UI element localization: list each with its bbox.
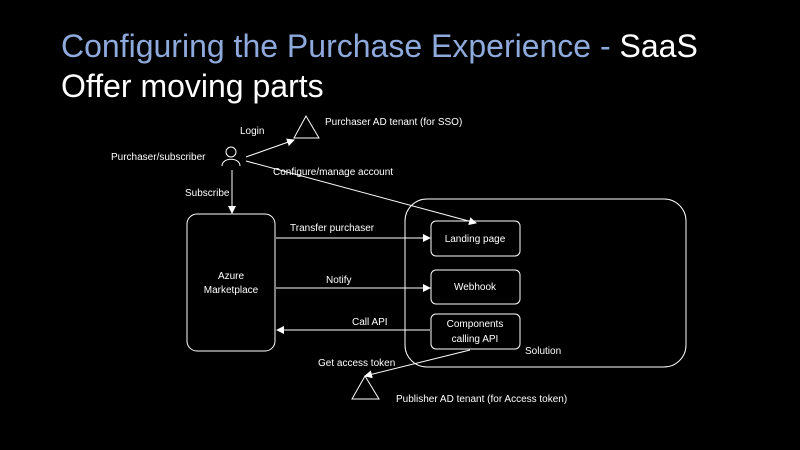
login-arrow: [245, 138, 295, 158]
landing-label: Landing page: [445, 234, 506, 245]
get-token-arrow: [364, 349, 471, 379]
configure-label: Configure/manage account: [273, 167, 393, 178]
components-label-1: Components: [447, 319, 504, 330]
publisher-ad-triangle-icon: [351, 375, 380, 400]
person-icon: [221, 146, 241, 167]
subscribe-label: Subscribe: [185, 188, 230, 199]
components-label-2: calling API: [452, 334, 499, 345]
transfer-label: Transfer purchaser: [290, 223, 375, 234]
azure-label-2: Marketplace: [204, 285, 259, 296]
purchaser-ad-triangle-icon: [293, 114, 320, 139]
solution-label: Solution: [525, 346, 561, 357]
azure-label-1: Azure: [218, 271, 245, 282]
webhook-label: Webhook: [454, 282, 497, 293]
login-label: Login: [240, 126, 264, 137]
title-plain-2: Offer moving parts: [61, 68, 324, 104]
landing-page-box: [430, 220, 521, 257]
slide-title: Configuring the Purchase Experience - Sa…: [61, 26, 761, 106]
title-plain-1: SaaS: [619, 28, 698, 64]
solution-container: [404, 198, 687, 368]
get-token-label: Get access token: [318, 358, 395, 369]
configure-arrow: [245, 160, 477, 226]
webhook-box: [430, 269, 521, 305]
purchaser-ad-label: Purchaser AD tenant (for SSO): [325, 117, 462, 128]
azure-marketplace-box: [186, 213, 276, 352]
title-accent: Configuring the Purchase Experience -: [61, 28, 620, 64]
publisher-ad-label: Publisher AD tenant (for Access token): [396, 394, 567, 405]
call-api-label: Call API: [352, 317, 388, 328]
purchaser-label: Purchaser/subscriber: [111, 152, 206, 163]
notify-label: Notify: [326, 275, 352, 286]
components-box: [430, 313, 521, 350]
